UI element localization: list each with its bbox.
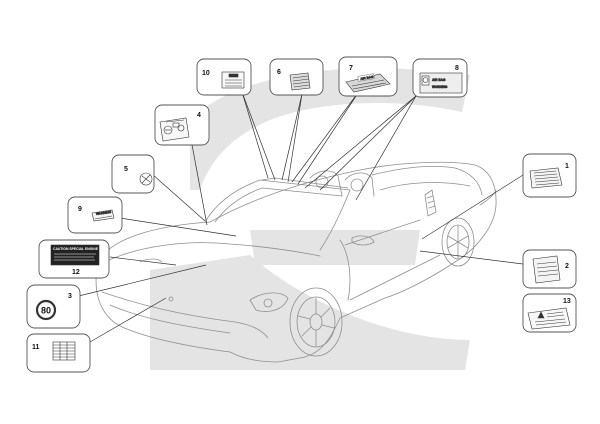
leader-lines [61, 89, 524, 343]
callout-1: 1 [565, 163, 569, 170]
label-9-art: WARNING [91, 210, 115, 222]
label-5-art [139, 172, 153, 186]
label-6-art [289, 72, 311, 91]
label-11-art [52, 341, 76, 361]
callout-12: 12 [72, 269, 80, 276]
label-artwork: AIR BAG AIR BAG WARNING [35, 71, 571, 361]
callout-13: 13 [563, 298, 571, 305]
callout-6: 6 [277, 69, 281, 76]
label-13-art [527, 307, 571, 330]
label-3-number: 80 [41, 306, 51, 316]
label-4-art [159, 117, 190, 142]
label-8-line2: WARNING [432, 85, 448, 89]
callout-3: 3 [68, 293, 72, 300]
label-7-art: AIR BAG [345, 73, 391, 93]
label-10-art [221, 71, 245, 89]
callout-5: 5 [124, 166, 128, 173]
callout-8: 8 [455, 65, 459, 72]
callout-9: 9 [78, 206, 82, 213]
label-8-line1: AIR BAG [432, 78, 446, 82]
label-2-art [532, 255, 561, 284]
callout-numbers: 1 2 3 4 5 6 7 8 9 10 11 12 13 [32, 65, 571, 351]
label-9-text: WARNING [96, 210, 112, 216]
label-7-text: AIR BAG [360, 75, 374, 81]
callout-7: 7 [349, 65, 353, 72]
label-8-art: AIR BAG WARNING [419, 72, 463, 94]
watermark-logo [150, 68, 470, 370]
label-12-art: CAUTION SPECIAL ENGINE [50, 244, 100, 266]
callout-11: 11 [32, 344, 40, 351]
callout-4: 4 [197, 112, 201, 119]
label-3-art: 80 [35, 299, 57, 321]
car-outline [95, 161, 497, 363]
callout-2: 2 [565, 263, 569, 270]
label-1-art [529, 167, 563, 189]
label-12-line1: CAUTION SPECIAL ENGINE [53, 247, 99, 251]
callout-10: 10 [202, 70, 210, 77]
